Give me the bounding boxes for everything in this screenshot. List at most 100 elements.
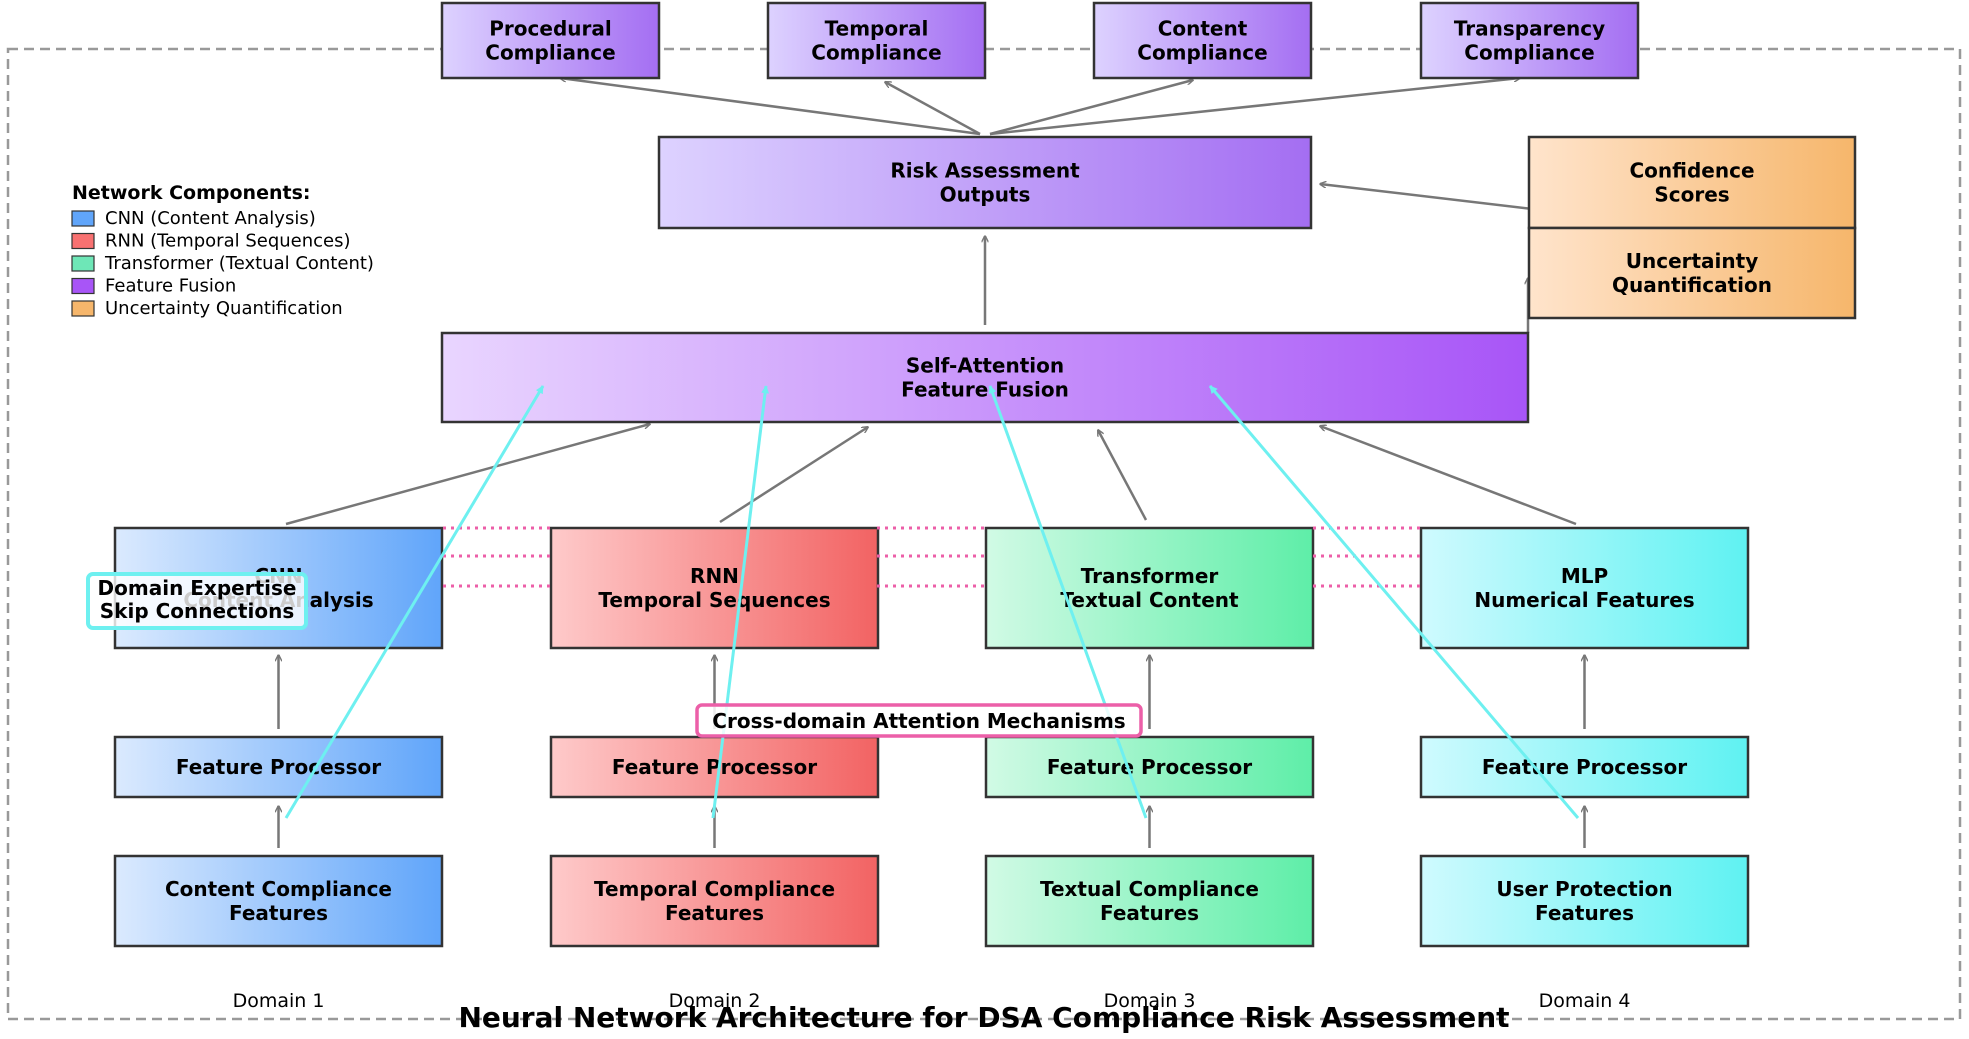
input-box-d4-shape [1419, 854, 1750, 948]
output-box-1-label: Procedural [489, 17, 611, 41]
network-box-d2-label: RNN [690, 564, 739, 588]
legend-item-label: Transformer (Textual Content) [104, 253, 374, 274]
network-box-d4-label: MLP [1561, 564, 1608, 588]
legend: Network Components: CNN (Content Analysi… [71, 182, 374, 319]
arrow-transformer-to-fusion [1096, 430, 1148, 521]
legend-item-label: CNN (Content Analysis) [105, 208, 316, 229]
legend-item-label: Feature Fusion [105, 276, 236, 297]
legend-item: Uncertainty Quantification [71, 298, 343, 319]
processor-box-d3: Feature Processor [984, 735, 1315, 799]
cross-domain-annotation: Cross-domain Attention Mechanisms [695, 703, 1143, 738]
network-box-d2-label: Temporal Sequences [598, 588, 830, 612]
confidence-box-label: Scores [1654, 183, 1729, 207]
network-box-d4-shape [1419, 526, 1750, 650]
network-box-d4-label: Numerical Features [1474, 588, 1694, 612]
processor-box-d2-label: Feature Processor [612, 755, 817, 779]
legend-item-label: RNN (Temporal Sequences) [105, 231, 351, 252]
input-box-d4-label: User Protection [1496, 877, 1672, 901]
domain-label: Domain 1 [233, 990, 325, 1012]
processor-box-d2: Feature Processor [549, 735, 880, 799]
risk-outputs-box-label: Risk Assessment [890, 159, 1080, 183]
uncertainty-box-label: Quantification [1612, 273, 1772, 297]
network-box-d2-shape [549, 526, 880, 650]
fusion-box-label: Self-Attention [906, 354, 1064, 378]
output-box-3-shape [1092, 1, 1313, 80]
arrow-risk-to-procedural [560, 78, 981, 136]
processor-box-d3-label: Feature Processor [1047, 755, 1252, 779]
processor-box-d4: Feature Processor [1419, 735, 1750, 799]
processor-box-d1: Feature Processor [113, 735, 444, 799]
legend-item: Transformer (Textual Content) [71, 253, 374, 274]
legend-item: Feature Fusion [71, 276, 236, 297]
input-box-d1-label: Features [229, 901, 328, 925]
processor-box-d4-label: Feature Processor [1482, 755, 1687, 779]
domain-label: Domain 2 [669, 990, 761, 1012]
uncertainty-box-label: Uncertainty [1626, 249, 1759, 273]
input-box-d1-shape [113, 854, 444, 948]
skip-connection [1208, 385, 1580, 819]
cross-annotation-frame [695, 703, 1143, 738]
legend-item: RNN (Temporal Sequences) [71, 231, 351, 252]
processor-box-d1-shape [113, 735, 444, 799]
legend-swatch [71, 232, 95, 250]
input-box-d3-label: Features [1100, 901, 1199, 925]
arrow-rnn-to-fusion [719, 427, 868, 524]
input-box-d1-label: Content Compliance [165, 877, 392, 901]
fusion-box-label: Feature Fusion [901, 378, 1069, 402]
uncertainty-box-shape [1527, 226, 1857, 320]
legend-item-label: Uncertainty Quantification [105, 298, 343, 319]
input-box-d3-label: Textual Compliance [1040, 877, 1259, 901]
skip-annotation-label: Skip Connections [100, 599, 294, 623]
skip-annotation-frame [86, 572, 308, 630]
skip-annotation-label: Domain Expertise [98, 576, 297, 600]
domain-label: Domain 4 [1539, 990, 1631, 1012]
input-box-d2-label: Features [665, 901, 764, 925]
input-box-d2-shape [549, 854, 880, 948]
confidence-box-shape [1527, 135, 1857, 230]
risk-outputs-box-label: Outputs [940, 183, 1031, 207]
output-box-2-label: Compliance [811, 41, 941, 65]
legend-swatch [71, 210, 95, 227]
processor-box-d2-shape [549, 735, 880, 799]
legend-swatch [71, 255, 95, 272]
input-box-d4-label: Features [1535, 901, 1634, 925]
arrow-risk-to-temporal [885, 80, 981, 136]
fusion-box-shape [440, 331, 1530, 424]
output-box-4-label: Transparency [1454, 17, 1605, 41]
confidence-box-label: Confidence [1629, 159, 1754, 183]
risk-outputs-box-shape [657, 135, 1313, 230]
input-box-d2-label: Temporal Compliance [594, 877, 835, 901]
skip-connection [284, 385, 545, 819]
output-box-3-label: Compliance [1137, 41, 1267, 65]
processor-box-d3-shape [984, 735, 1315, 799]
cross-annotation-label: Cross-domain Attention Mechanisms [712, 709, 1125, 733]
network-box-d3-label: Textual Content [1060, 588, 1239, 612]
output-box-1-label: Compliance [485, 41, 615, 65]
processor-box-d4-shape [1419, 735, 1750, 799]
skip-connection [711, 385, 770, 819]
legend-heading: Network Components: [72, 182, 310, 204]
arrow-mlp-to-fusion [1320, 426, 1577, 526]
arrow-risk-to-content [989, 80, 1193, 136]
network-box-d3-label: Transformer [1081, 564, 1219, 588]
output-box-1-shape [440, 1, 661, 80]
arrow-risk-to-transparency [989, 78, 1520, 136]
output-box-4-label: Compliance [1464, 41, 1594, 65]
arrow-cnn-to-fusion [285, 424, 650, 526]
